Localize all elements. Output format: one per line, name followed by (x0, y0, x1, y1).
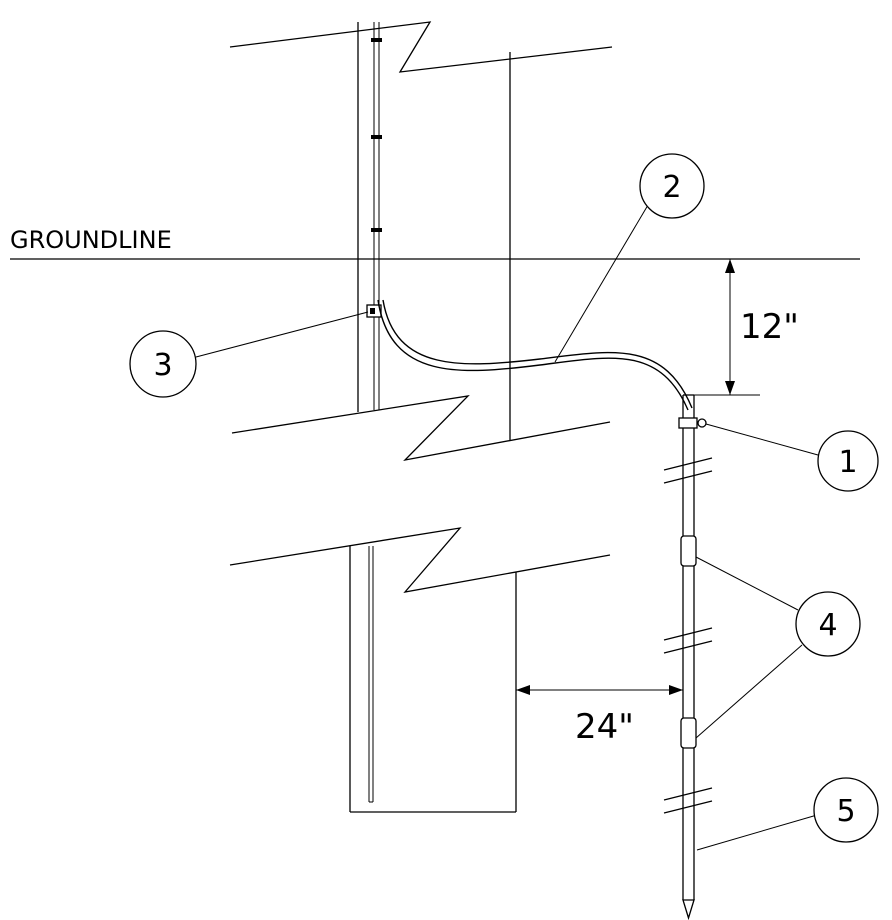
depth-dimension (694, 259, 760, 396)
rod-coupling-upper (680, 535, 697, 567)
ground-rod (663, 394, 713, 920)
callout-leaders (195, 204, 819, 851)
pole-upper-section (229, 21, 613, 440)
pole-lower-section (349, 546, 517, 813)
rod-coupling-lower (680, 717, 697, 749)
callout-5: 5 (813, 777, 879, 843)
ground-conductor (377, 299, 693, 411)
depth-dimension-label: 12" (740, 307, 799, 347)
svg-text:5: 5 (836, 794, 855, 829)
svg-text:1: 1 (838, 445, 857, 480)
offset-dimension (516, 685, 683, 695)
pole-break-lines (229, 395, 611, 593)
callout-3: 3 (129, 330, 197, 398)
svg-text:4: 4 (818, 608, 837, 643)
callout-2: 2 (639, 153, 705, 219)
svg-text:2: 2 (662, 170, 681, 205)
pole-wire-connector (366, 304, 382, 318)
groundline-label: GROUNDLINE (10, 226, 172, 254)
callout-1: 1 (817, 430, 879, 492)
ground-rod-clamp (678, 417, 707, 429)
svg-text:3: 3 (153, 348, 172, 383)
pole-ground-wire (371, 22, 382, 410)
callout-4: 4 (795, 591, 861, 657)
offset-dimension-label: 24" (575, 707, 634, 747)
